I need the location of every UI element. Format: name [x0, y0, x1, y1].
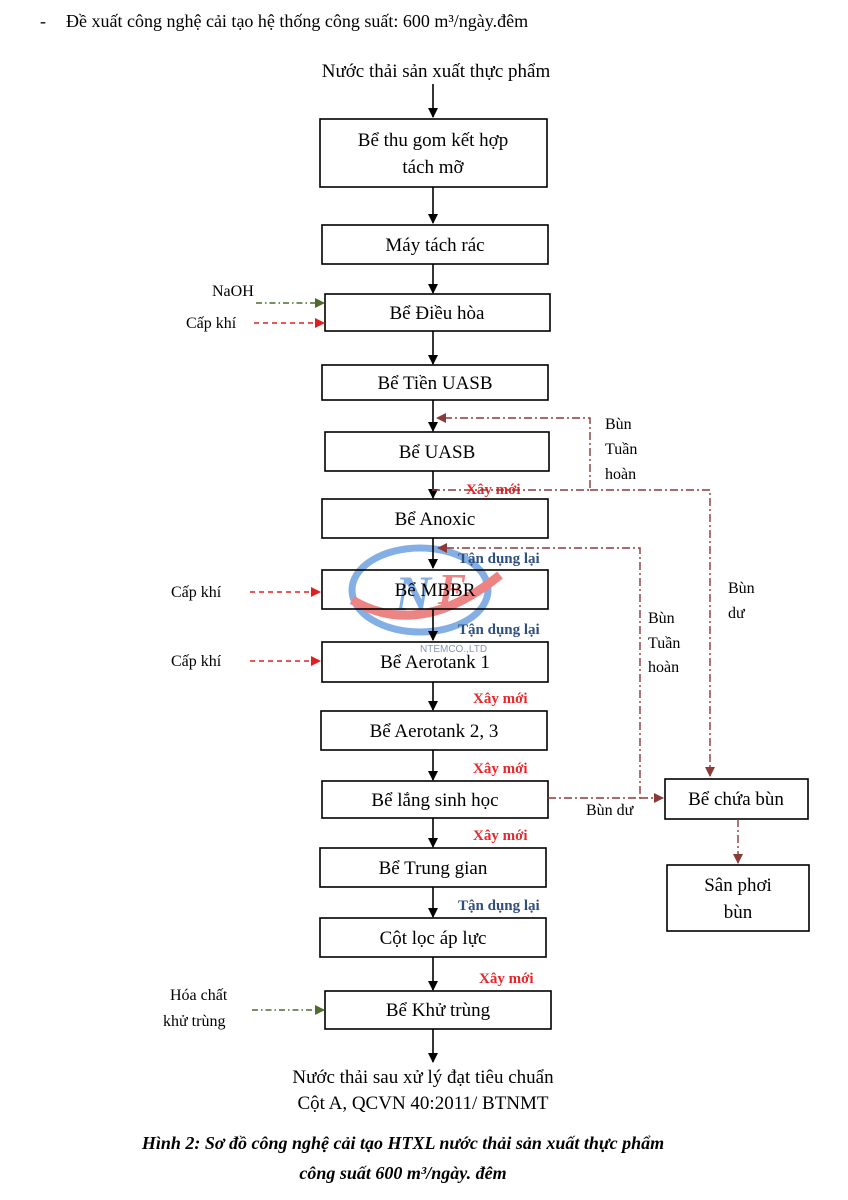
box-pre-uasb-label: Bể Tiền UASB [377, 373, 492, 394]
box-disinfection-label: Bể Khử trùng [386, 1000, 491, 1021]
excess-a-line1: Bùn [728, 580, 755, 597]
box-secondary-clarifier-label: Bể lắng sinh học [371, 790, 498, 811]
recycle-a-line2: Tuần [605, 441, 637, 458]
box-intermediate: Bể Trung gian [319, 847, 547, 888]
excess-sludge-uasb [590, 489, 715, 777]
recycle-b-line3: hoàn [648, 659, 679, 676]
air-input-aerotank: Cấp khí [171, 653, 321, 670]
box-anoxic-label: Bể Anoxic [395, 509, 476, 530]
box-collection-line2: tách mỡ [402, 157, 464, 178]
box-sludge-tank-label: Bể chứa bùn [688, 789, 784, 810]
box-aerotank-2-3-label: Bể Aerotank 2, 3 [370, 721, 499, 742]
box-equalization: Bể Điều hòa [324, 293, 551, 332]
excess-a-line2: dư [728, 605, 746, 622]
tag-new-clarifier: Xây mới [473, 828, 528, 844]
header-bullet: - [40, 11, 46, 31]
box-aerotank-2-3: Bể Aerotank 2, 3 [320, 710, 548, 751]
box-mbbr-label: Bể MBBR [395, 580, 476, 601]
recycle-a-line1: Bùn [605, 416, 632, 433]
recycle-b-line1: Bùn [648, 610, 675, 627]
tag-new-uasb: Xây mới [466, 482, 521, 498]
air-label-1: Cấp khí [186, 315, 237, 332]
box-pressure-filter-label: Cột lọc áp lực [380, 928, 487, 949]
box-sludge-tank: Bể chứa bùn [664, 778, 809, 820]
air-label-3: Cấp khí [171, 653, 222, 670]
box-drying-bed: Sân phơi bùn [666, 864, 810, 932]
caption-line2: công suất 600 m³/ngày. đêm [299, 1163, 506, 1183]
watermark-text: NTEMCO.,LTD [420, 644, 487, 655]
box-collection-grease-trap: Bể thu gom kết hợp tách mỡ [319, 118, 548, 188]
tag-reuse-mbbr: Tận dụng lại [458, 622, 540, 638]
naoh-label: NaOH [212, 283, 254, 300]
output-line1: Nước thải sau xử lý đạt tiêu chuẩn [292, 1067, 554, 1088]
svg-text:N: N [394, 565, 433, 621]
box-intermediate-label: Bể Trung gian [379, 858, 488, 879]
chem-label-line2: khử trùng [163, 1013, 225, 1030]
input-label: Nước thải sản xuất thực phẩm [322, 61, 551, 82]
caption-line1: Hình 2: Sơ đồ công nghệ cải tạo HTXL nướ… [141, 1133, 664, 1153]
output-line2: Cột A, QCVN 40:2011/ BTNMT [297, 1093, 548, 1114]
box-secondary-clarifier: Bể lắng sinh học [321, 780, 549, 819]
box-uasb: Bể UASB [324, 431, 550, 472]
tag-new-aerotank-1: Xây mới [473, 691, 528, 707]
air-input-mbbr: Cấp khí [171, 584, 321, 601]
box-disinfection: Bể Khử trùng [324, 990, 552, 1030]
box-mbbr: Bể MBBR [321, 569, 549, 610]
box-anoxic: Bể Anoxic [321, 498, 549, 539]
box-aerotank-1-label: Bể Aerotank 1 [380, 652, 490, 673]
sludge-recycle-uasb [432, 413, 591, 491]
air-input-equalization: Cấp khí [186, 315, 325, 332]
chem-label-line1: Hóa chất [170, 987, 228, 1004]
box-pre-uasb: Bể Tiền UASB [321, 364, 549, 401]
box-drying-bed-line2: bùn [724, 902, 753, 923]
excess-b-label: Bùn dư [586, 802, 635, 819]
watermark-logo: N E NTEMCO.,LTD [348, 544, 503, 655]
chemical-input: Hóa chất khử trùng [163, 987, 325, 1030]
box-screen-label: Máy tách rác [385, 235, 484, 256]
recycle-b-line2: Tuần [648, 635, 680, 652]
box-screen: Máy tách rác [321, 224, 549, 265]
tag-reuse-intermediate: Tận dụng lại [458, 898, 540, 914]
tag-new-filter: Xây mới [479, 971, 534, 987]
box-pressure-filter: Cột lọc áp lực [319, 917, 547, 958]
svg-text:E: E [437, 565, 467, 614]
box-collection-line1: Bể thu gom kết hợp [358, 130, 508, 151]
box-drying-bed-line1: Sân phơi [704, 875, 772, 896]
naoh-input: NaOH [212, 283, 325, 308]
tag-new-aerotank-2-3: Xây mới [473, 761, 528, 777]
tag-reuse-anoxic: Tận dụng lại [458, 551, 540, 567]
header-line: Đề xuất công nghệ cải tạo hệ thống công … [66, 11, 528, 31]
sludge-recycle-clarifier [437, 543, 641, 799]
recycle-a-line3: hoàn [605, 466, 636, 483]
air-label-2: Cấp khí [171, 584, 222, 601]
box-uasb-label: Bể UASB [399, 442, 476, 463]
box-aerotank-1: Bể Aerotank 1 [321, 641, 549, 683]
box-equalization-label: Bể Điều hòa [390, 303, 486, 324]
